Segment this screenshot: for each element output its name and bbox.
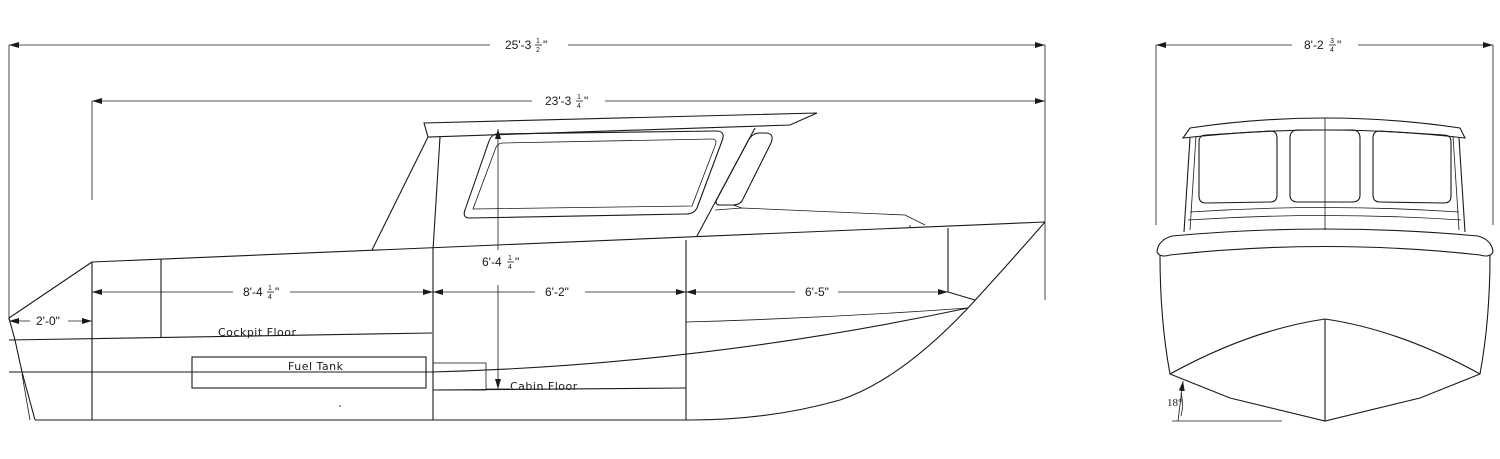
waterline-length-frac-den: 4 [577,103,581,110]
cabin-headroom-value: 6'-4 [482,255,502,269]
cockpit-length-unit: " [275,285,279,299]
beam-frac-den: 4 [1330,47,1334,54]
sheer-line [91,221,1046,263]
cabin-headroom-frac-num: 1 [508,255,512,262]
cabin-floor-label: Cabin Floor [510,380,578,393]
beam-unit: " [1337,38,1341,52]
waterline-length-unit: " [584,94,588,108]
side-window [463,130,724,219]
windshield [715,132,773,206]
bulkheads [91,228,976,420]
side-view: 25'-3 1 2 " 23'-3 1 4 " [8,38,1046,421]
waterline-length-frac-num: 1 [577,94,581,101]
forward-length-dimension: 6'-5" [686,285,948,299]
forward-length-value: 6'-5" [805,285,829,299]
cabin-length-value: 6'-2" [545,285,569,299]
overall-length-frac-den: 2 [536,47,540,54]
cabin-floor: Cabin Floor [432,362,687,393]
overall-length-dimension: 25'-3 1 2 " [8,38,1046,320]
bow-offset-value: 2'-0" [36,314,60,328]
front-windows [1198,129,1452,204]
hull-outline [8,221,1046,421]
beam-dimension: 8'-2 3 4 " [1155,38,1494,225]
overall-length-frac-num: 1 [536,38,540,45]
cockpit-length-value: 8'-4 [243,285,263,299]
front-roof [1181,117,1466,139]
deadrise-value: 18° [1167,397,1182,409]
overall-length-value: 25'-3 [505,38,532,52]
forward-deck [714,204,926,226]
cabin-headroom-unit: " [515,255,519,269]
deadrise-angle: 18° [1167,380,1185,422]
front-view: 8'-2 3 4 " [1155,38,1494,422]
cockpit-length-frac-den: 4 [268,294,272,301]
bow-offset-dimension: 2'-0" [9,314,92,328]
beam-value: 8'-2 [1304,38,1324,52]
front-gunwale [1156,228,1494,257]
cockpit-floor-label: Cockpit Floor [218,326,297,339]
waterline-length-value: 23'-3 [545,94,572,108]
fuel-tank: Fuel Tank [191,356,427,389]
cockpit-length-dimension: 8'-4 1 4 " [92,285,433,301]
cabin-headroom-dimension: 6'-4 1 4 " [482,129,519,390]
cockpit-length-frac-num: 1 [268,285,272,292]
cabin-headroom-frac-den: 4 [508,264,512,271]
cabin-roof [371,112,818,251]
cabin-length-dimension: 6'-2" [433,285,686,299]
waterline-length-dimension: 23'-3 1 4 " [91,94,1045,200]
beam-frac-num: 3 [1330,38,1334,45]
fuel-tank-label: Fuel Tank [288,360,344,373]
overall-length-unit: " [543,38,547,52]
